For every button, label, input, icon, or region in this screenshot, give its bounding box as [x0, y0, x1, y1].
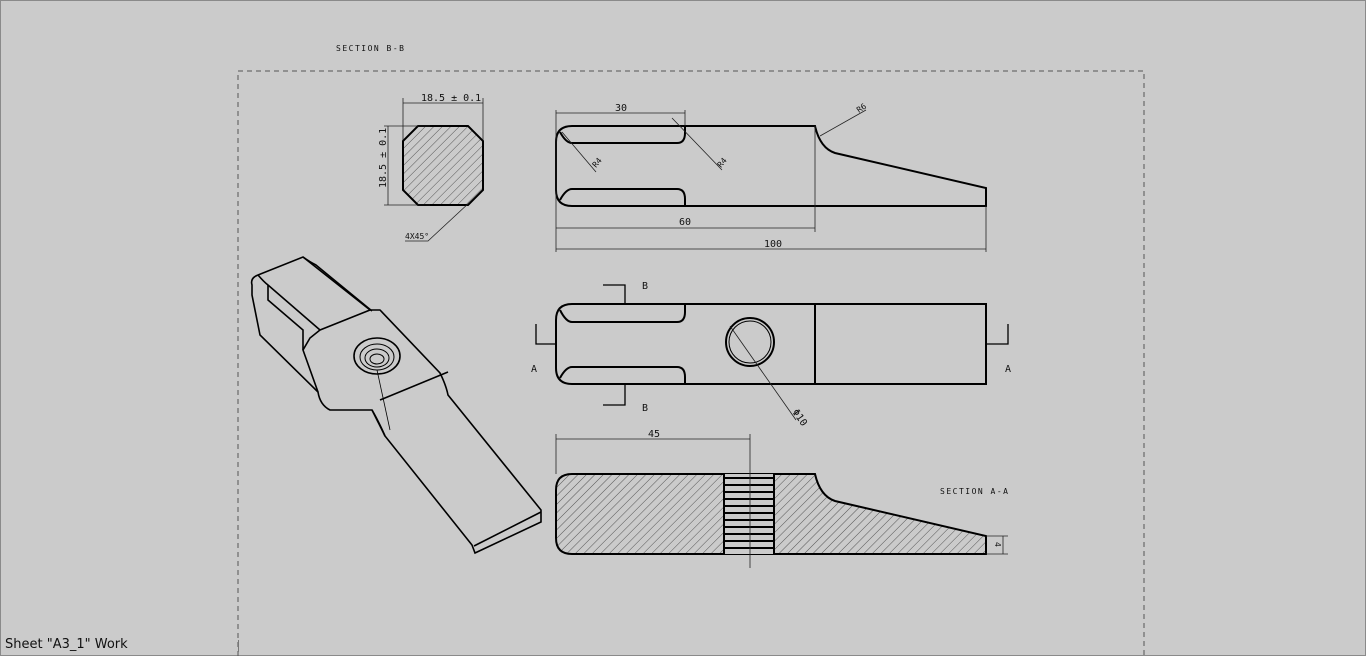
section-cut-lines: [535, 284, 1009, 406]
threaded-hole: [725, 317, 775, 367]
status-bar-sheet-label: Sheet "A3_1" Work: [5, 637, 128, 652]
top-view-outline: [555, 125, 987, 207]
dim-slot-length[interactable]: 30: [615, 103, 627, 114]
isometric-view[interactable]: [250, 256, 542, 555]
dim-radius-left[interactable]: R4: [591, 156, 604, 169]
dim-radius-slot[interactable]: R4: [716, 156, 729, 169]
dim-tip-thickness[interactable]: 4: [993, 542, 1002, 547]
status-bar-divider: [238, 640, 239, 652]
cut-label-b-top: B: [642, 281, 648, 292]
dim-hole-position[interactable]: 45: [648, 429, 660, 440]
dim-hole-diameter[interactable]: Φ10: [790, 407, 809, 428]
section-aa-label: SECTION A-A: [940, 487, 1009, 496]
section-bb-octagon: [402, 125, 484, 206]
cut-label-b-bottom: B: [642, 403, 648, 414]
dim-total-length[interactable]: 100: [764, 239, 782, 250]
dim-bb-height[interactable]: 18.5 ± 0.1: [378, 128, 389, 188]
dim-body-length[interactable]: 60: [679, 217, 691, 228]
section-aa-view[interactable]: SECTION A-A 45 4: [555, 429, 1009, 568]
cut-label-a-right: A: [1005, 364, 1011, 375]
dim-radius-taper[interactable]: R6: [855, 102, 868, 115]
dim-bb-width[interactable]: 18.5 ± 0.1: [421, 93, 481, 104]
section-bb-label: SECTION B-B: [336, 44, 405, 53]
thread-lines: [723, 474, 775, 554]
section-bb-view[interactable]: SECTION B-B 18.5 ± 0.1 18.5 ± 0.1 4X45°: [336, 44, 484, 242]
front-view[interactable]: B B A A Φ10: [531, 281, 1011, 429]
sheet-border: [237, 70, 1145, 656]
dim-bb-chamfer[interactable]: 4X45°: [405, 232, 429, 241]
top-view[interactable]: 30 60 100 R4 R4 R6: [555, 102, 987, 252]
cut-label-a-left: A: [531, 364, 537, 375]
